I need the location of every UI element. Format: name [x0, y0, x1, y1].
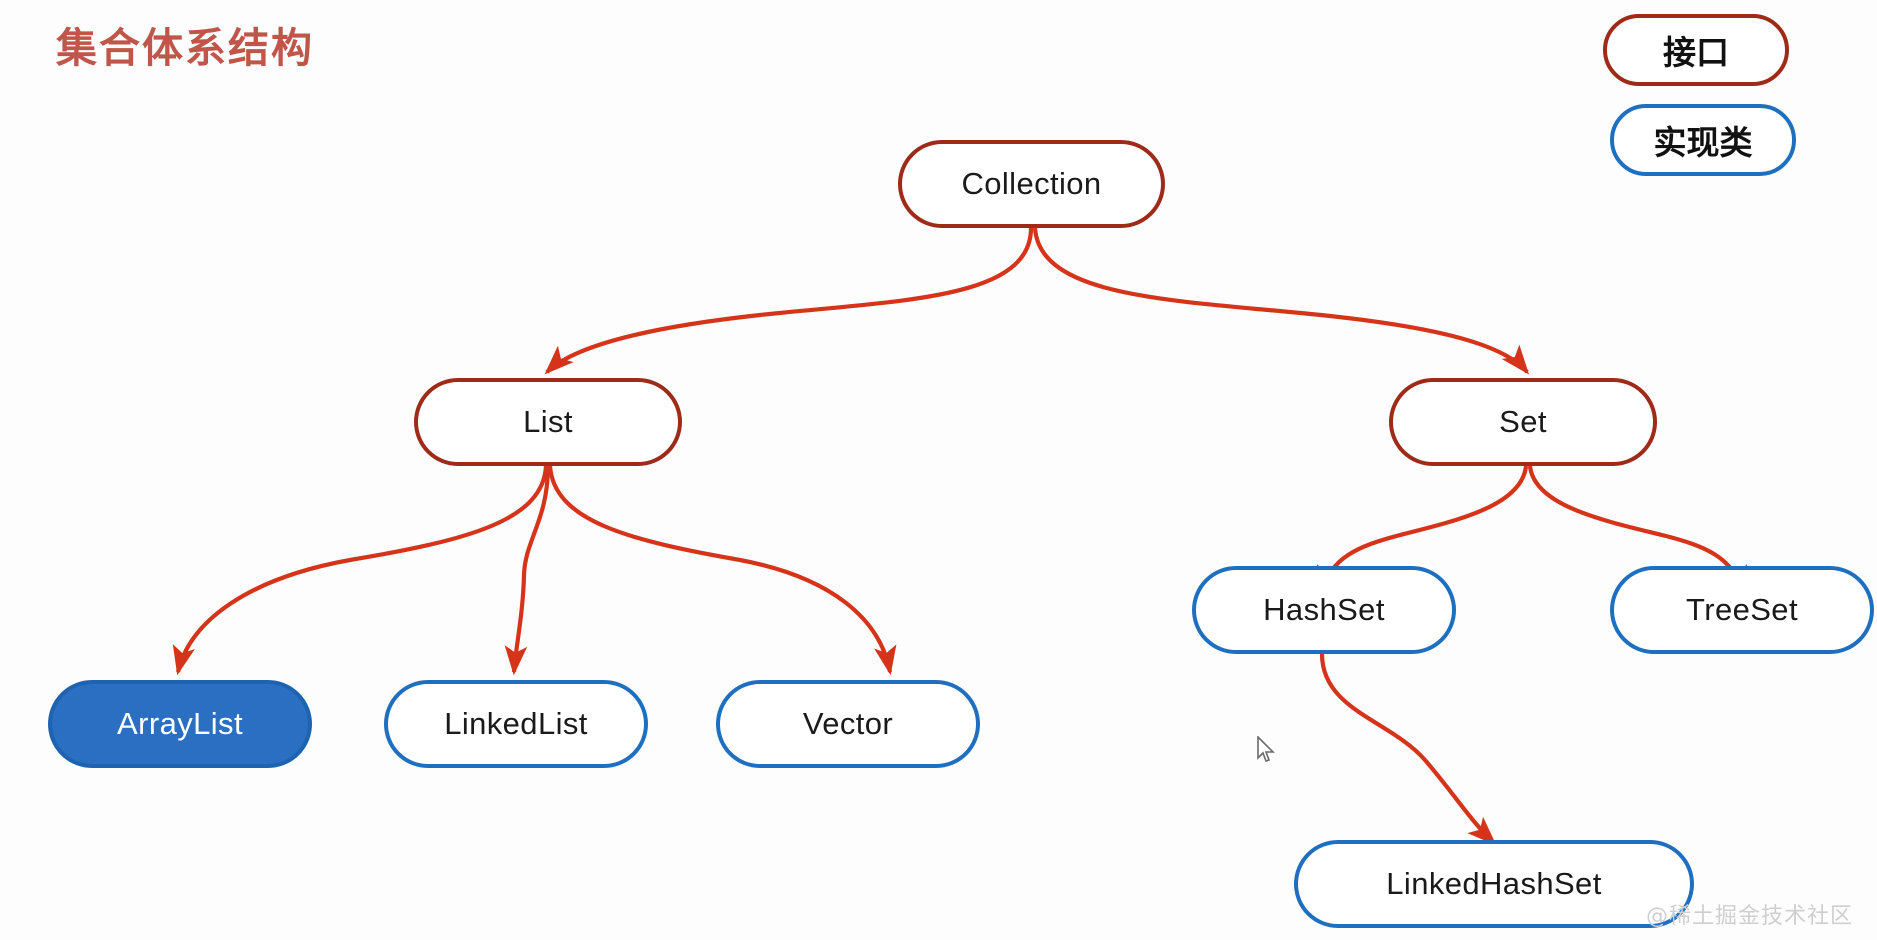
node-set-label: Set [1499, 404, 1547, 439]
node-treeset[interactable]: TreeSet [1610, 566, 1874, 654]
node-vector-label: Vector [802, 706, 894, 741]
edge-list-linkedlist [504, 465, 551, 676]
legend-implementation: 实现类 [1610, 104, 1796, 176]
node-hashset-label: HashSet [1263, 592, 1385, 627]
edge-hashset-linkedhashset [1319, 653, 1497, 846]
node-collection-label: Collection [961, 166, 1102, 201]
node-arraylist[interactable]: ArrayList [48, 680, 312, 768]
node-hashset[interactable]: HashSet [1192, 566, 1456, 654]
page-title: 集合体系结构 [56, 24, 314, 72]
node-set[interactable]: Set [1389, 378, 1657, 466]
node-linkedlist[interactable]: LinkedList [384, 680, 648, 768]
legend-implementation-label: 实现类 [1653, 123, 1753, 162]
edge-list-vector [547, 465, 897, 676]
node-collection[interactable]: Collection [898, 140, 1165, 228]
legend-interface-label: 接口 [1663, 33, 1729, 72]
node-list[interactable]: List [414, 378, 682, 466]
watermark: @稀土掘金技术社区 [1645, 904, 1853, 929]
node-arraylist-label: ArrayList [117, 706, 243, 741]
node-linkedhashset[interactable]: LinkedHashSet [1294, 840, 1694, 928]
mouse-cursor-icon [1257, 736, 1275, 763]
edge-collection-set [1032, 227, 1530, 375]
edge-list-arraylist [172, 465, 549, 676]
edge-collection-list [544, 227, 1034, 375]
node-list-label: List [523, 404, 573, 439]
node-linkedlist-label: LinkedList [444, 706, 588, 741]
node-treeset-label: TreeSet [1686, 592, 1798, 627]
legend-interface: 接口 [1603, 14, 1789, 86]
node-linkedhashset-label: LinkedHashSet [1386, 866, 1602, 901]
node-vector[interactable]: Vector [716, 680, 980, 768]
